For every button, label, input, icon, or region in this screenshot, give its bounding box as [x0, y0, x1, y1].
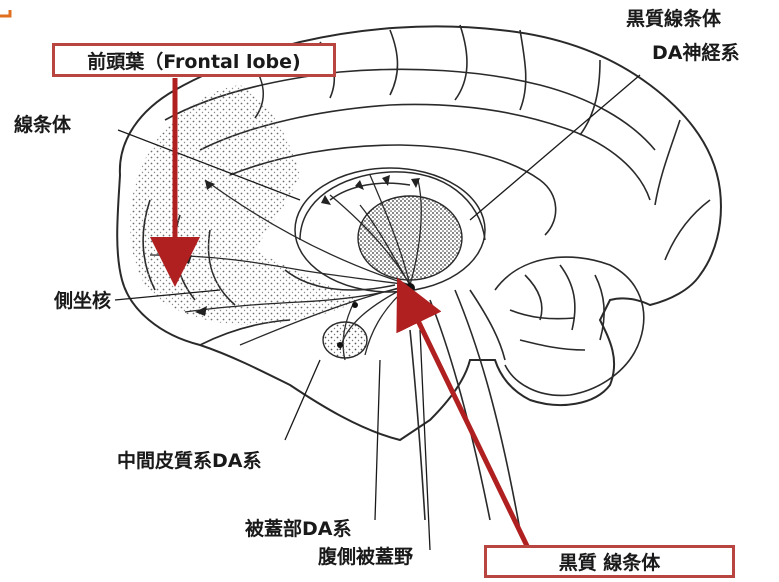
- corner-mark: [0, 10, 10, 16]
- frontal-lobe-label: 前頭葉（Frontal lobe): [52, 43, 336, 77]
- mesocortical-da-label: 中間皮質系DA系: [117, 452, 261, 471]
- mesocortical-loop: [323, 322, 367, 358]
- frontal-shaded-area: [130, 85, 360, 325]
- substantia-nigra-box-label: 黒質 線条体: [484, 545, 735, 578]
- nigrostriatal-label-line1: 黒質線条体: [626, 10, 721, 29]
- vta-label: 腹側被蓋野: [318, 548, 413, 567]
- nigrostriatal-label-line2: DA神経系: [652, 44, 739, 63]
- nigra-red-arrow: [408, 300, 528, 548]
- striatum-dense-area: [358, 196, 462, 280]
- striatum-label: 線条体: [14, 116, 71, 135]
- tegmental-da-label: 被蓋部DA系: [245, 520, 351, 539]
- nucleus-accumbens-label: 側坐核: [54, 292, 111, 311]
- cerebellum: [495, 257, 644, 395]
- vta-dot: [405, 283, 415, 293]
